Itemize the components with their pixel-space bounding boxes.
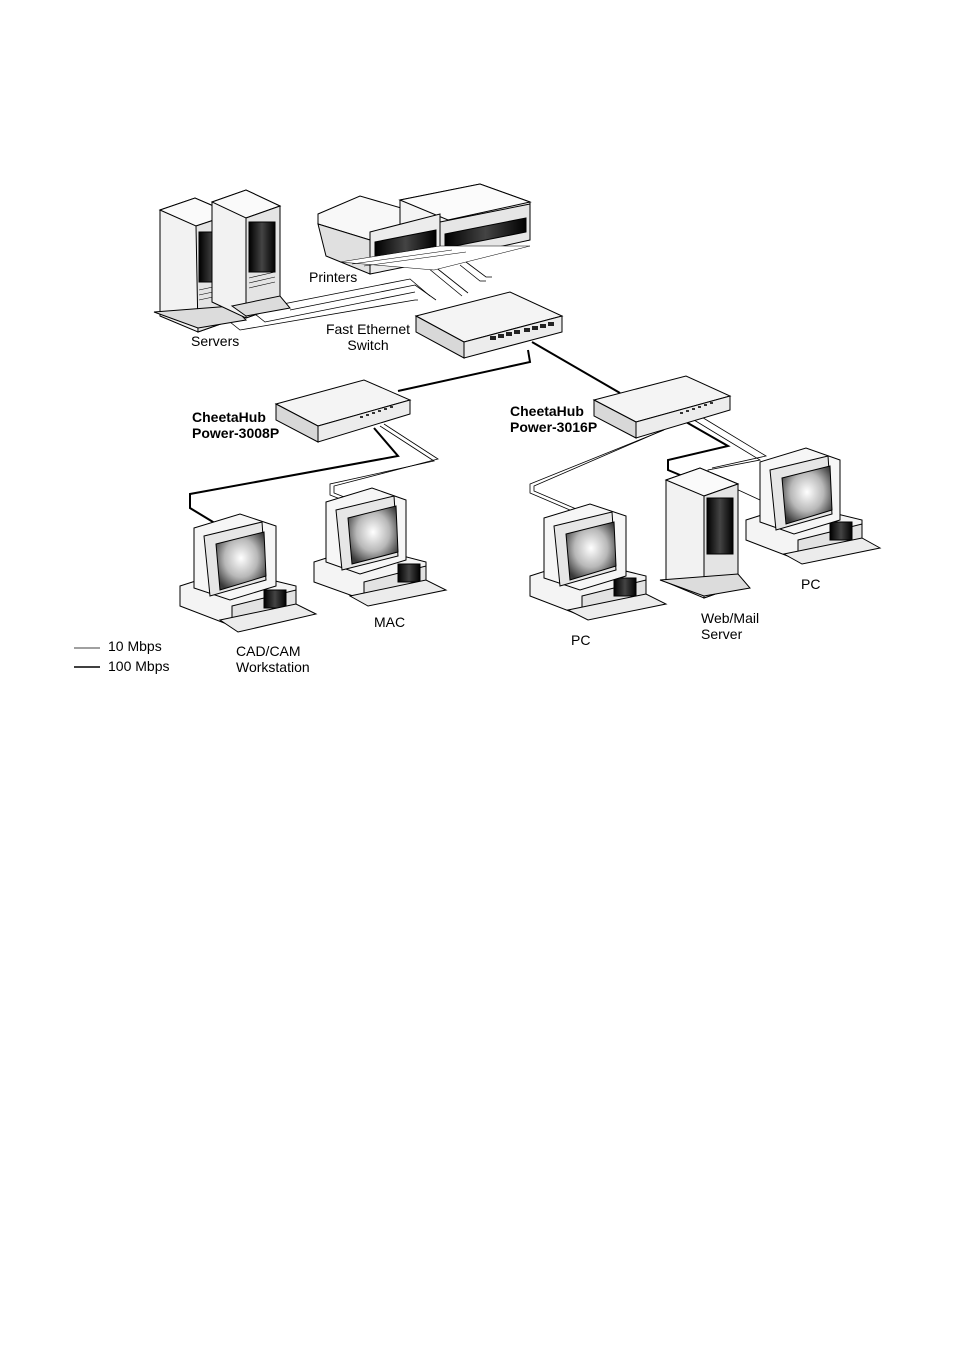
hub3008-label: CheetaHub Power-3008P: [192, 409, 279, 441]
hub3016-label: CheetaHub Power-3016P: [510, 403, 597, 435]
cad-workstation-icon: [180, 514, 316, 632]
legend-10mbps-label: 10 Mbps: [108, 638, 162, 654]
switch-label: Fast Ethernet Switch: [322, 321, 414, 353]
link-hub3016-pcleft: [530, 428, 668, 516]
switch-label-line1: Fast Ethernet: [322, 321, 414, 337]
servers-label: Servers: [191, 333, 239, 349]
pc-right-label: PC: [801, 576, 820, 592]
switch-label-line2: Switch: [322, 337, 414, 353]
servers-icon: [154, 190, 290, 332]
mac-icon: [314, 488, 446, 606]
hub3016-label-line1: CheetaHub: [510, 403, 597, 419]
webmail-label-line1: Web/Mail: [701, 610, 759, 626]
legend-lines: [74, 648, 100, 667]
pc-left-label: PC: [571, 632, 590, 648]
printers-label: Printers: [309, 269, 357, 285]
pc-left-icon: [530, 504, 666, 620]
cad-workstation-label: CAD/CAM Workstation: [236, 643, 310, 675]
hub3008-label-line1: CheetaHub: [192, 409, 279, 425]
printers-icon: [318, 184, 530, 274]
cheetahub-3016p-icon: [594, 376, 730, 438]
web-mail-server-label: Web/Mail Server: [701, 610, 759, 642]
hub3016-label-line2: Power-3016P: [510, 419, 597, 435]
link-switch-hub3016: [532, 342, 620, 393]
fast-ethernet-switch-icon: [416, 292, 562, 358]
legend-100mbps-label: 100 Mbps: [108, 658, 169, 674]
cad-label-line1: CAD/CAM: [236, 643, 310, 659]
mac-label: MAC: [374, 614, 405, 630]
hub3008-label-line2: Power-3008P: [192, 425, 279, 441]
cad-label-line2: Workstation: [236, 659, 310, 675]
web-mail-server-icon: [660, 468, 750, 598]
pc-right-icon: [746, 448, 880, 564]
webmail-label-line2: Server: [701, 626, 759, 642]
